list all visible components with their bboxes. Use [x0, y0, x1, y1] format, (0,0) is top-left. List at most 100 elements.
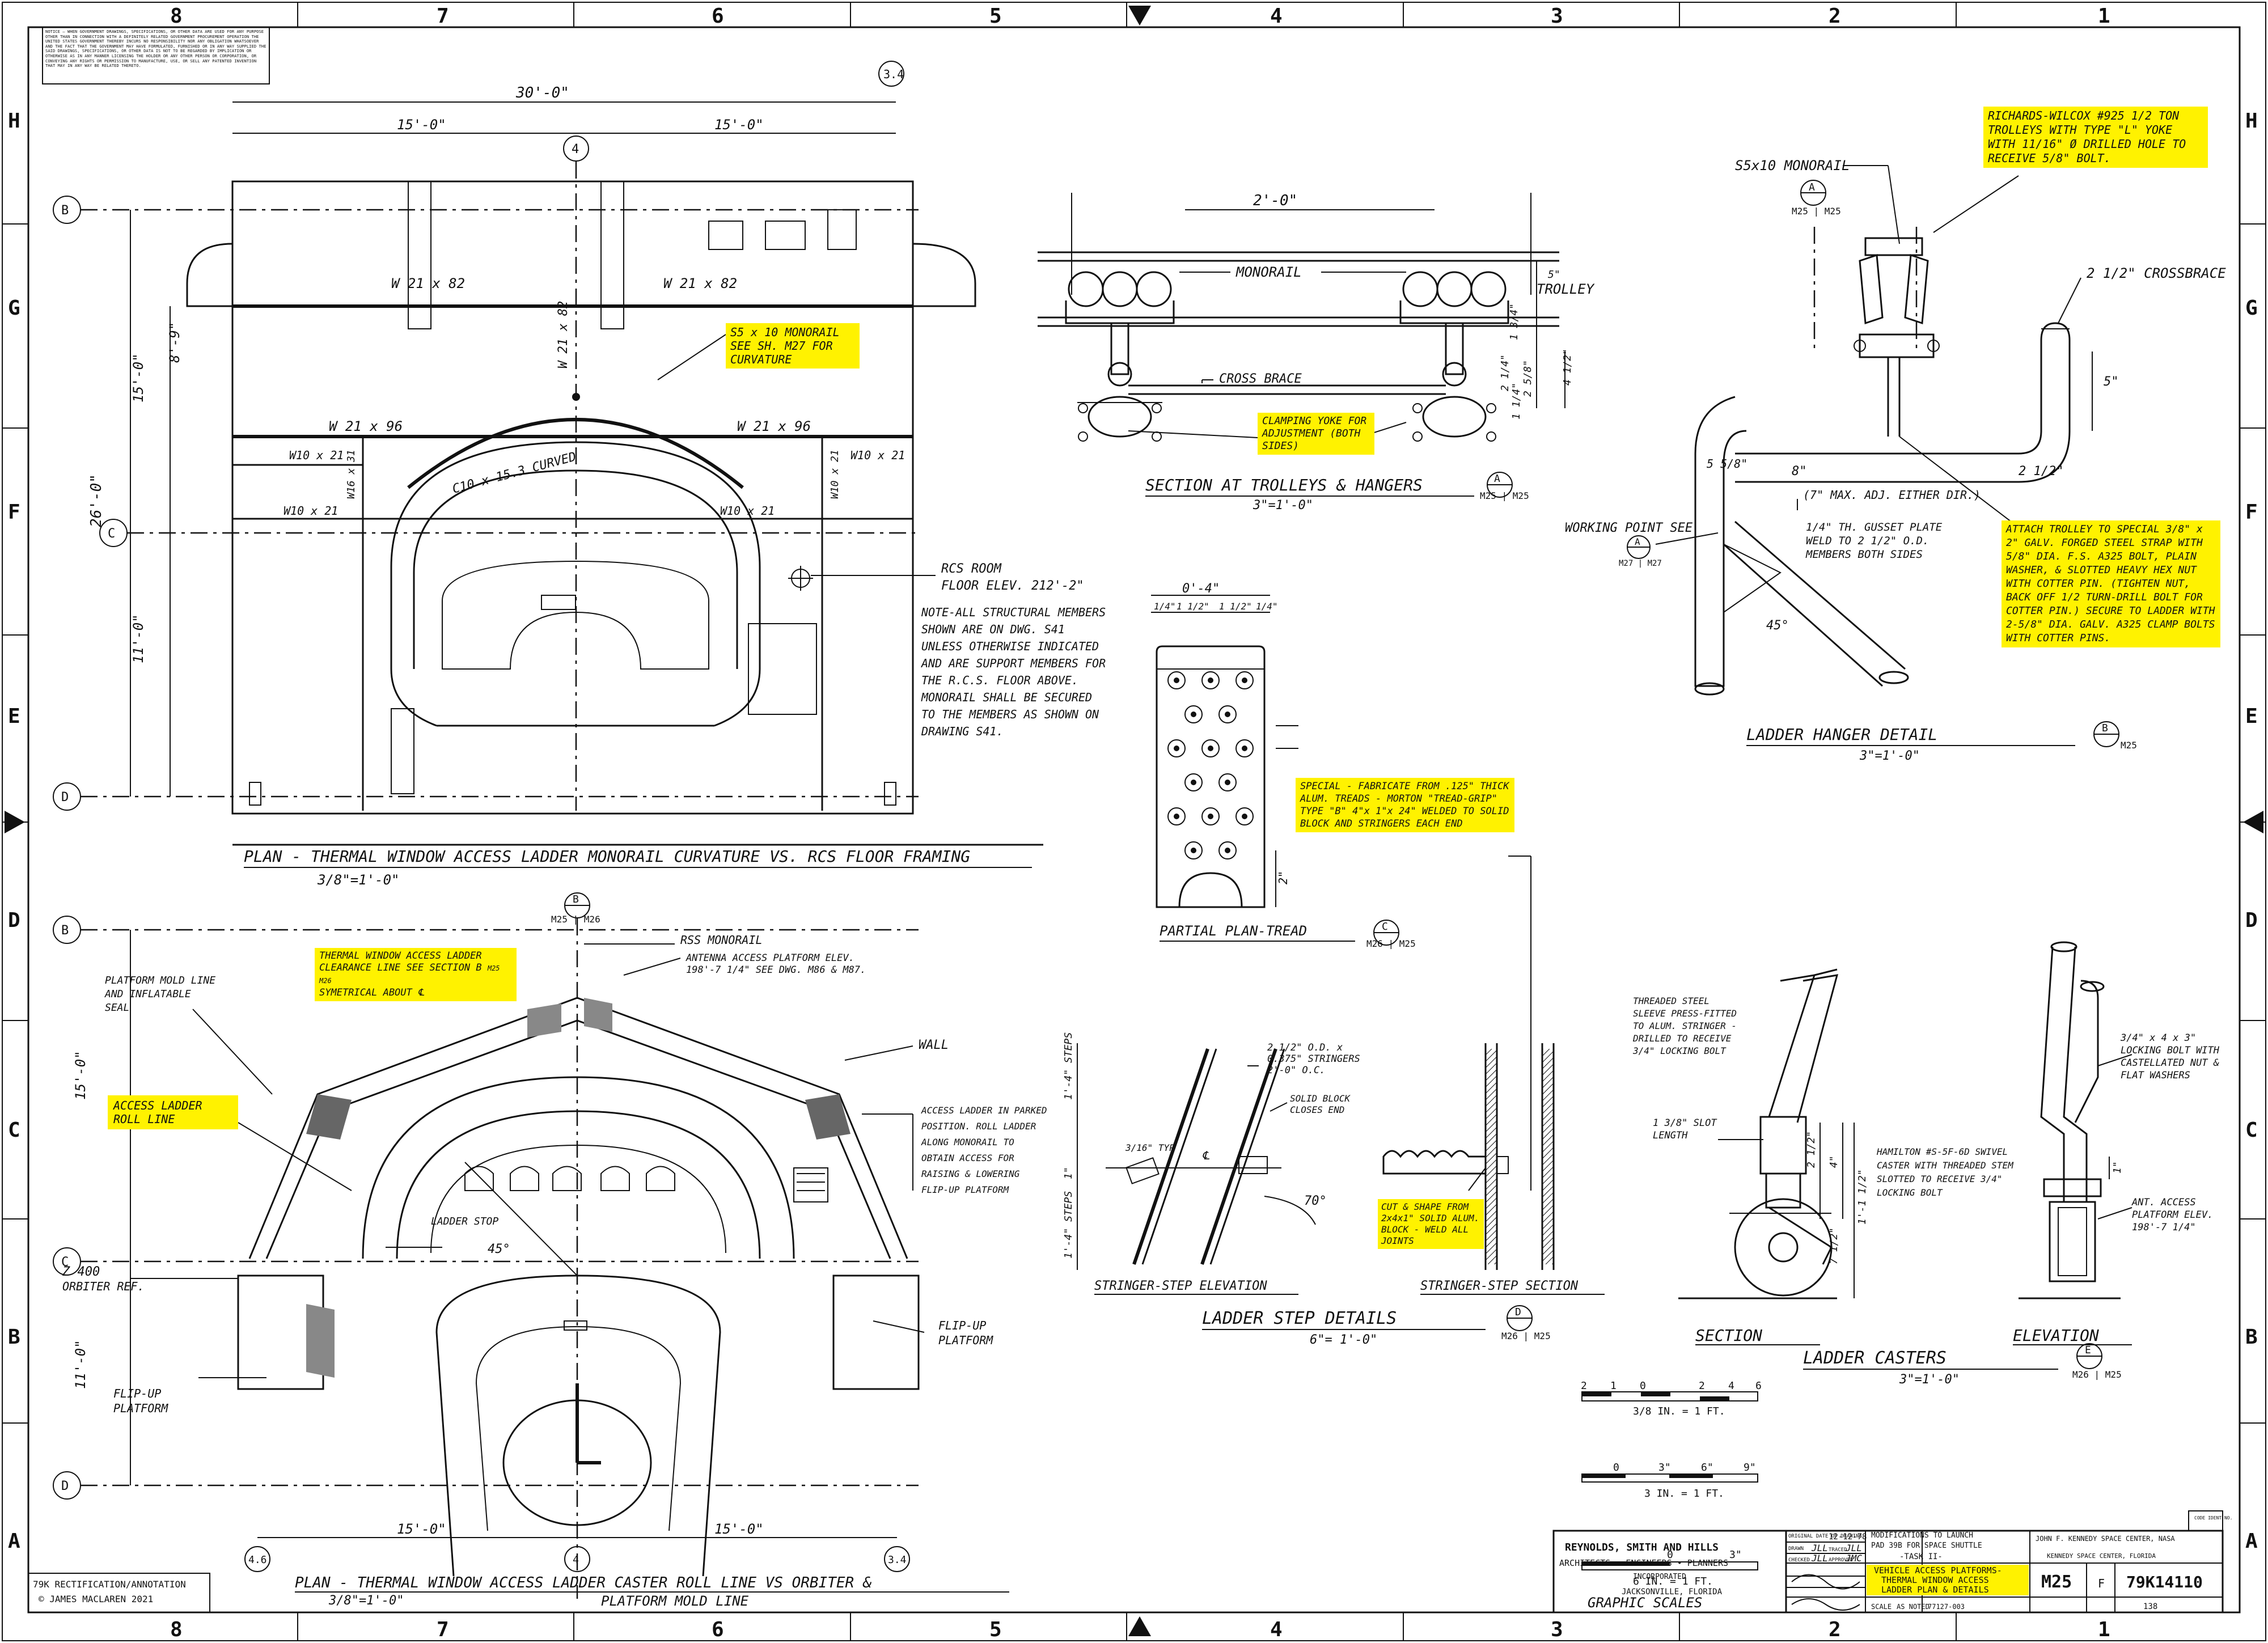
- svg-text:15'-0": 15'-0": [397, 117, 446, 133]
- svg-text:1": 1": [1063, 1167, 1074, 1179]
- svg-text:M25 | M25: M25 | M25: [1792, 206, 1841, 217]
- inner-border: [27, 26, 2241, 1614]
- svg-text:3": 3": [1658, 1462, 1671, 1473]
- svg-text:3"=1'-0": 3"=1'-0": [1899, 1373, 1960, 1387]
- svg-text:B: B: [61, 924, 69, 938]
- slot-length-note: 1 3/8" SLOT LENGTH: [1653, 1117, 1717, 1141]
- notice-box: [42, 27, 270, 84]
- tread-hole-center: [1242, 677, 1247, 683]
- svg-text:APPROVED: APPROVED: [1829, 1557, 1853, 1563]
- svg-text:F: F: [2098, 1577, 2105, 1590]
- tread-hole: [1184, 773, 1203, 791]
- clamping-yoke-note: CLAMPING YOKE FOR ADJUSTMENT (BOTH SIDES…: [1258, 413, 1374, 455]
- platform-mold-note: PLATFORM MOLD LINE AND INFLATABLE SEAL: [105, 975, 216, 1014]
- svg-text:FLOOR ELEV. 212'-2": FLOOR ELEV. 212'-2": [941, 579, 1084, 593]
- stringer-elev-title: STRINGER-STEP ELEVATION: [1094, 1279, 1267, 1293]
- gusset-plate-note: 1/4" TH. GUSSET PLATE WELD TO 2 1/2" O.D…: [1806, 521, 1943, 561]
- svg-text:B: B: [61, 204, 69, 218]
- svg-text:WORKING POINT SEE: WORKING POINT SEE: [1565, 521, 1693, 535]
- tread-hole: [1235, 671, 1254, 689]
- svg-text:JLL: JLL: [1811, 1543, 1828, 1553]
- svg-text:W 21 x 96: W 21 x 96: [737, 418, 811, 434]
- tread-hole: [1201, 671, 1220, 689]
- svg-text:2 1/4": 2 1/4": [1499, 354, 1511, 391]
- svg-text:E: E: [8, 705, 20, 728]
- firm-name: REYNOLDS, SMITH AND HILLS: [1565, 1542, 1719, 1553]
- svg-text:M26 | M25: M26 | M25: [1366, 938, 1416, 949]
- title-block: REYNOLDS, SMITH AND HILLS ARCHITECTS • E…: [1552, 1510, 2232, 1614]
- ladder-step-title: LADDER STEP DETAILS: [1202, 1309, 1397, 1328]
- tread-hole: [1218, 841, 1237, 859]
- svg-text:2 1/2" CROSSBRACE: 2 1/2" CROSSBRACE: [2087, 265, 2226, 281]
- tread-hole-center: [1191, 712, 1196, 717]
- tread-hole-center: [1174, 746, 1179, 751]
- svg-text:H: H: [8, 109, 20, 133]
- svg-text:45°: 45°: [1766, 619, 1789, 633]
- svg-text:CROSS BRACE: CROSS BRACE: [1219, 372, 1302, 386]
- stringer-spec-note: 2 1/2" O.D. x 0.375" STRINGERS 2'-0" O.C…: [1267, 1042, 1360, 1076]
- svg-text:6 IN. = 1 FT.: 6 IN. = 1 FT.: [1633, 1576, 1713, 1587]
- svg-text:AS NOTED: AS NOTED: [1897, 1603, 1930, 1611]
- svg-text:0: 0: [1613, 1462, 1619, 1473]
- graphic-scales-title: GRAPHIC SCALES: [1588, 1595, 1702, 1611]
- svg-text:H: H: [2245, 109, 2258, 133]
- svg-text:D: D: [61, 1479, 69, 1493]
- svg-text:8: 8: [170, 1618, 183, 1641]
- casters-title: LADDER CASTERS: [1803, 1348, 1947, 1368]
- svg-text:3.4: 3.4: [888, 1554, 907, 1566]
- svg-text:3": 3": [1729, 1549, 1742, 1561]
- svg-text:1: 1: [2098, 1618, 2110, 1641]
- svg-text:TRACED: TRACED: [1829, 1547, 1847, 1553]
- svg-text:4: 4: [573, 1554, 579, 1566]
- svg-text:0'-4": 0'-4": [1182, 582, 1220, 596]
- svg-text:5": 5": [1548, 269, 1560, 281]
- tread-hole-center: [1191, 780, 1196, 785]
- svg-text:JMC: JMC: [1845, 1553, 1862, 1564]
- svg-text:3 IN. = 1 FT.: 3 IN. = 1 FT.: [1644, 1488, 1724, 1500]
- plan-bottom-title: PLAN - THERMAL WINDOW ACCESS LADDER CAST…: [295, 1574, 872, 1591]
- orbiter-window: [464, 1166, 494, 1191]
- svg-text:ORBITER REF.: ORBITER REF.: [62, 1280, 145, 1293]
- svg-text:W 21 x 82: W 21 x 82: [556, 301, 570, 369]
- ladder-step-drawing: 1'-4" STEPS 1" 1'-4" STEPS 3/16" TYP ℄ 2…: [1063, 1032, 1605, 1347]
- svg-text:5: 5: [989, 5, 1002, 28]
- svg-text:11'-0": 11'-0": [73, 1340, 88, 1389]
- svg-text:E: E: [2245, 705, 2258, 728]
- svg-text:1 1/2": 1 1/2": [1177, 601, 1209, 612]
- svg-text:11'-0": 11'-0": [130, 614, 146, 663]
- svg-text:1: 1: [1610, 1380, 1617, 1392]
- svg-text:G: G: [8, 297, 20, 320]
- tread-hole-center: [1242, 814, 1247, 819]
- svg-text:5 5/8": 5 5/8": [1707, 457, 1747, 471]
- svg-text:A: A: [1494, 473, 1500, 485]
- tread-hole-center: [1225, 712, 1230, 717]
- svg-text:2 5/8": 2 5/8": [1522, 360, 1534, 397]
- svg-text:F: F: [8, 501, 20, 524]
- svg-text:1/4": 1/4": [1256, 601, 1278, 612]
- svg-text:B: B: [2102, 722, 2108, 734]
- svg-text:W 21 x 82: W 21 x 82: [391, 276, 465, 291]
- svg-text:3"=1'-0": 3"=1'-0": [1859, 749, 1920, 763]
- roll-line-note: ACCESS LADDER ROLL LINE: [108, 1095, 238, 1129]
- tread-hole: [1167, 671, 1186, 689]
- tread-hole: [1235, 739, 1254, 757]
- svg-text:15'-0": 15'-0": [397, 1521, 446, 1537]
- tread-hole: [1167, 807, 1186, 825]
- svg-text:M27 | M27: M27 | M27: [1619, 559, 1662, 568]
- tread-hole: [1218, 773, 1237, 791]
- svg-text:7: 7: [437, 5, 449, 28]
- svg-text:6: 6: [712, 5, 724, 28]
- svg-text:E: E: [2085, 1344, 2091, 1356]
- svg-text:W 21 x 82: W 21 x 82: [663, 276, 737, 291]
- svg-text:DRAWN: DRAWN: [1788, 1546, 1804, 1552]
- flip-up-platform-left: FLIP-UP PLATFORM: [113, 1387, 168, 1415]
- svg-text:A: A: [2245, 1530, 2258, 1553]
- section-trolleys-title: SECTION AT TROLLEYS & HANGERS: [1145, 476, 1423, 494]
- svg-text:4: 4: [1270, 1618, 1283, 1641]
- svg-text:77127-003: 77127-003: [1928, 1603, 1965, 1611]
- svg-text:PLATFORM MOLD LINE: PLATFORM MOLD LINE: [601, 1593, 749, 1609]
- graphic-scales: 2 1 0 2 4 6 3/8 IN. = 1 FT. 0 3" 6" 9" 3…: [1581, 1380, 1762, 1611]
- svg-text:C: C: [2245, 1119, 2258, 1142]
- svg-text:3.4: 3.4: [883, 67, 904, 81]
- svg-text:F: F: [2245, 501, 2258, 524]
